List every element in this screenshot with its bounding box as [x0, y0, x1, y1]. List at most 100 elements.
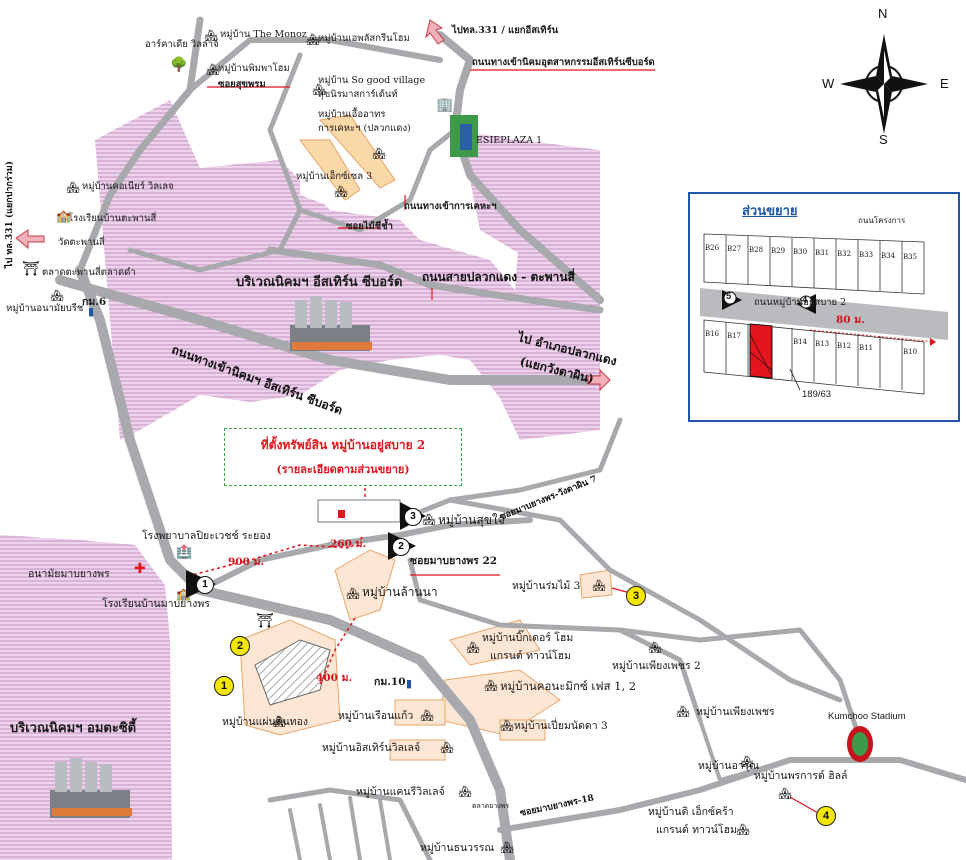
road-label: ซอยสุขพรม [218, 79, 266, 90]
village-icon: 🏘 [312, 83, 326, 96]
compass-w: W [822, 76, 835, 91]
marker-3[interactable]: 3 [626, 586, 646, 606]
inset-plan [700, 233, 948, 395]
village-patch [299, 139, 361, 201]
km-post-icon: ▮ [88, 305, 95, 318]
road-south-grid [267, 787, 433, 860]
place-label: หมู่บ้านอารุณ [698, 760, 760, 772]
distance-label: 260 ม. [330, 538, 367, 550]
village-icon: 🏘 [204, 29, 218, 42]
village-patch [579, 569, 613, 599]
plot-id: B13 [815, 340, 830, 348]
road-label: ไปทล.331 / แยกอีสเทิร์น [452, 25, 559, 36]
place-label: ESIEPLAZA 1 [476, 135, 543, 146]
place-label: หมู่บ้านล้านนา [362, 585, 438, 599]
road-inner [267, 52, 458, 233]
village-icon: 🏘 [66, 181, 80, 194]
zone-amata-city [0, 535, 172, 860]
village-icon: 🏘 [306, 33, 320, 46]
road-soi7 [397, 417, 623, 523]
factory-icon [290, 296, 372, 351]
tree-icon: 🌳 [170, 57, 188, 73]
village-icon: 🏘 [458, 785, 472, 798]
place-label: หมู่บ้านคอเนียร์ วิลเลจ [82, 181, 174, 192]
marker-1[interactable]: 1 [214, 676, 234, 696]
plot-id: B32 [837, 250, 852, 258]
village-icon: 🏘 [484, 679, 498, 692]
village-icon: 🏘 [736, 823, 750, 836]
place-label: หมู่บ้านเอ็กซ์เซล 3 [296, 171, 373, 182]
village-icon: 🏘 [50, 289, 64, 302]
km-label: กม.10 [374, 676, 406, 688]
road-pluakdaeng [266, 246, 604, 314]
road-soi22 [197, 517, 533, 593]
road-label: ไป ทล.331 (แยกปากร่วม) [5, 161, 15, 268]
place-label: หมู่บ้านเอพลัสกรีนโฮม [318, 33, 410, 44]
village-icon: 🏘 [422, 513, 436, 526]
place-label: หมู่บ้านอนามัยบรีช [6, 303, 84, 314]
place-label: หมู่บ้านธนวรรณ [420, 842, 495, 854]
km-post-icon: ▮ [406, 677, 413, 690]
place-label: หมู่บ้านร่มไม้ 3 [512, 580, 581, 592]
place-label: ตลาดตะพานสี่ตลาดดำ [42, 267, 136, 278]
property-callout: ที่ตั้งทรัพย์สิน หมู่บ้านอยู่สบาย 2 (ราย… [224, 428, 462, 486]
place-label: หมู่บ้านพิมพาโฮม [218, 63, 290, 74]
esieplaza-icon [450, 115, 478, 157]
plot-id: B11 [859, 344, 874, 352]
village-patch [334, 549, 396, 621]
inset-road-label: ถนนหมู่บ้านอยู่สบาย 2 [754, 297, 847, 308]
plot-id: B16 [705, 330, 720, 338]
plot-id: B27 [727, 245, 742, 253]
place-label: หมู่บ้านคอนะมิกซ์ เฟส 1, 2 [500, 679, 637, 693]
village-icon: 🏘 [500, 719, 514, 732]
inset-marker-5: 5 [726, 291, 732, 302]
place-label: วัดตะพานสี่ [58, 237, 105, 248]
road-label: ซอยมาบยางพร 22 [410, 555, 498, 567]
compass-n: N [878, 6, 888, 21]
plot-id: B29 [771, 247, 786, 255]
distance-label: 400 ม. [316, 672, 353, 684]
health-cross-icon: ✚ [134, 561, 146, 577]
compass-s: S [879, 132, 888, 147]
plot-id: B14 [793, 338, 808, 346]
road-east4 [698, 718, 792, 782]
village-icon: 🏘 [648, 641, 662, 654]
detail-inset: ส่วนขยาย [688, 192, 960, 422]
marker-4[interactable]: 4 [816, 806, 836, 826]
building-icon: 🏢 [436, 97, 454, 113]
place-label: หมู่บ้าน So good village [318, 75, 426, 86]
road-inner2 [127, 207, 303, 273]
road-seaboard [55, 275, 605, 385]
road-label: ถนนทางเข้าการเคหะฯ [404, 201, 497, 212]
place-label: แกรนด์ ทาวน์โฮม [656, 824, 737, 836]
marker-2[interactable]: 2 [230, 636, 250, 656]
inset-width-label: 80 ม. [836, 314, 865, 326]
stadium [847, 726, 873, 762]
route-dashed [187, 534, 366, 577]
plot-id: B33 [859, 251, 874, 259]
compass-e: E [940, 76, 949, 91]
place-label: หมู่บ้านพรการด์ ฮิลล์ [754, 770, 848, 782]
place-label: หมู่บ้านเพียงเพชร 2 [612, 660, 701, 672]
plot-id: B30 [793, 248, 808, 256]
road-main-ns [76, 16, 204, 274]
road-label: ถนนทางเข้านิคมอุตสาหกรรมอีสเทิร์นซีบอร์ด [472, 57, 655, 68]
place-label: โรงเรียนบ้านมาบยางพร [102, 598, 210, 610]
village-icon: 🏘 [592, 579, 606, 592]
road-top-loop [187, 37, 443, 93]
place-label: อาร์คาเดีย วิลล่าจ์ [145, 39, 219, 50]
plot-id: B26 [705, 244, 720, 252]
site-grid [317, 499, 401, 523]
place-label: หมู่บ้านบิ๊กเดอร์ โฮม [482, 632, 574, 644]
plot-id: B28 [749, 246, 764, 254]
factory-icon [50, 758, 132, 818]
road-east3 [617, 627, 863, 743]
plot-id: B35 [903, 253, 918, 261]
plot-id: B31 [815, 249, 830, 257]
place-label: โรงเรียนบ้านตะพานสี่ [68, 213, 157, 224]
distance-label: 900 ม. [228, 556, 265, 568]
place-label: หมู่บ้านสุขใจ [438, 513, 505, 527]
village-icon: 🏘 [420, 709, 434, 722]
village-patch [394, 699, 446, 726]
